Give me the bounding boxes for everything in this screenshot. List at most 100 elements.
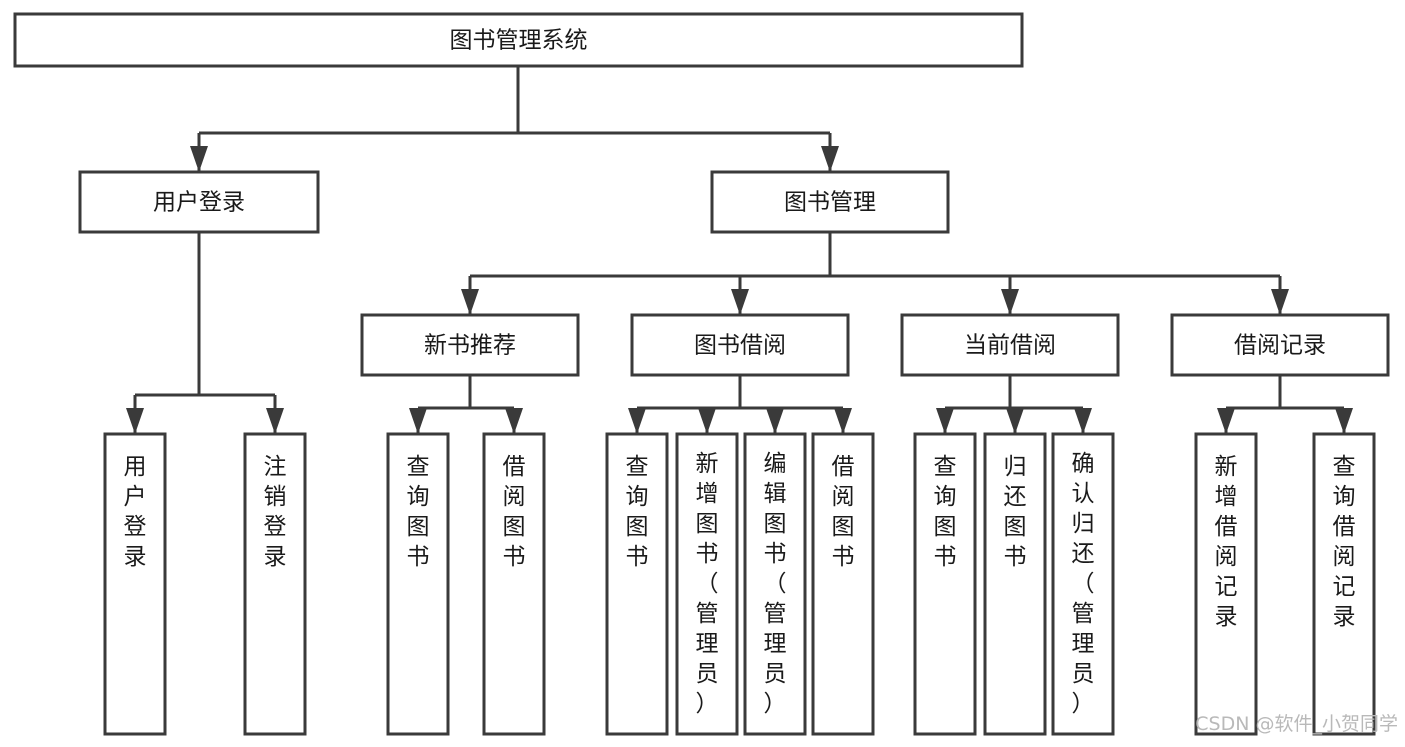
node-label-leaf-user-login-char-0: 用 <box>124 454 147 480</box>
arrow-leaf-6 <box>936 408 954 434</box>
node-label-leaf-query-book-2-char-0: 查 <box>626 454 649 480</box>
node-label-leaf-query-book-2-char-3: 书 <box>626 544 649 570</box>
node-label-leaf-borrow-book-2-char-3: 书 <box>832 544 855 570</box>
node-label-leaf-confirm-return-char-5: 管 <box>1072 601 1095 627</box>
node-box-borrow-record[interactable] <box>1170 313 1390 377</box>
node-box-leaf-edit-book[interactable] <box>743 432 807 736</box>
node-label-leaf-query-record-char-4: 记 <box>1333 574 1356 600</box>
node-label-leaf-add-book-char-1: 增 <box>696 481 719 507</box>
node-box-book-management[interactable] <box>710 170 950 234</box>
node-box-leaf-query-book-1[interactable] <box>386 432 450 736</box>
node-box-new-book-recommend[interactable] <box>360 313 580 377</box>
connectors-layer <box>133 66 1346 434</box>
node-label-leaf-return-book-char-0: 归 <box>1004 454 1027 480</box>
node-box-leaf-user-login[interactable] <box>103 432 167 736</box>
node-label-leaf-logout-char-2: 登 <box>264 514 287 540</box>
node-label-leaf-add-book-char-8: ） <box>696 691 719 717</box>
node-label-leaf-edit-book-char-3: 书 <box>764 541 787 567</box>
node-label-leaf-query-book-3-char-2: 图 <box>934 514 957 540</box>
node-root[interactable]: 图书管理系统 <box>13 12 1024 68</box>
node-label-new-book-recommend: 新书推荐 <box>424 333 516 359</box>
arrow-leaf-1 <box>505 408 523 434</box>
node-box-leaf-return-book[interactable] <box>983 432 1047 736</box>
node-label-leaf-borrow-book-2-char-2: 图 <box>832 514 855 540</box>
node-leaf-user-login[interactable]: 用户登录 <box>103 432 167 736</box>
node-box-user-login[interactable] <box>78 170 320 234</box>
arrowheads-layer <box>126 146 1353 434</box>
node-label-leaf-add-record-char-0: 新 <box>1215 454 1238 480</box>
node-label-leaf-borrow-book-1-char-0: 借 <box>503 454 526 480</box>
node-new-book-recommend[interactable]: 新书推荐 <box>360 313 580 377</box>
node-label-leaf-edit-book-char-6: 理 <box>764 631 787 657</box>
arrow-leaf-2 <box>628 408 646 434</box>
node-box-book-borrow[interactable] <box>630 313 850 377</box>
node-box-leaf-borrow-book-1[interactable] <box>482 432 546 736</box>
node-label-root: 图书管理系统 <box>450 28 588 54</box>
node-label-leaf-confirm-return-char-6: 理 <box>1072 631 1095 657</box>
node-label-leaf-user-login-char-1: 户 <box>124 484 147 510</box>
node-label-leaf-add-record-char-3: 阅 <box>1215 544 1238 570</box>
node-box-leaf-confirm-return[interactable] <box>1051 432 1115 736</box>
node-box-leaf-query-book-3[interactable] <box>913 432 977 736</box>
nodes-layer: 图书管理系统用户登录图书管理新书推荐图书借阅当前借阅借阅记录用户登录注销登录查询… <box>13 12 1390 736</box>
node-box-leaf-add-book[interactable] <box>675 432 739 736</box>
node-label-leaf-edit-book-char-4: （ <box>764 571 787 597</box>
arrow-level3-3 <box>1271 289 1289 315</box>
node-box-leaf-query-book-2[interactable] <box>605 432 669 736</box>
node-label-leaf-borrow-book-1-char-1: 阅 <box>503 484 526 510</box>
node-label-leaf-query-book-3-char-0: 查 <box>934 454 957 480</box>
node-label-leaf-borrow-book-2-char-0: 借 <box>832 454 855 480</box>
node-label-leaf-logout-char-3: 录 <box>264 544 287 570</box>
node-box-root[interactable] <box>13 12 1024 68</box>
node-label-current-borrow: 当前借阅 <box>964 333 1056 359</box>
node-label-leaf-add-record-char-2: 借 <box>1215 514 1238 540</box>
node-label-leaf-query-book-1-char-2: 图 <box>407 514 430 540</box>
node-label-leaf-return-book-char-3: 书 <box>1004 544 1027 570</box>
node-label-leaf-borrow-book-2-char-1: 阅 <box>832 484 855 510</box>
node-box-current-borrow[interactable] <box>900 313 1120 377</box>
node-label-leaf-borrow-book-1-char-3: 书 <box>503 544 526 570</box>
node-box-leaf-logout[interactable] <box>243 432 307 736</box>
node-borrow-record[interactable]: 借阅记录 <box>1170 313 1390 377</box>
node-label-leaf-query-record-char-0: 查 <box>1333 454 1356 480</box>
node-label-leaf-edit-book-char-2: 图 <box>764 511 787 537</box>
node-user-login[interactable]: 用户登录 <box>78 170 320 234</box>
node-box-leaf-query-record[interactable] <box>1312 432 1376 736</box>
node-label-leaf-query-book-1-char-0: 查 <box>407 454 430 480</box>
arrow-leaf-0 <box>409 408 427 434</box>
node-book-borrow[interactable]: 图书借阅 <box>630 313 850 377</box>
node-book-management[interactable]: 图书管理 <box>710 170 950 234</box>
node-label-leaf-confirm-return-char-4: （ <box>1072 571 1095 597</box>
node-label-leaf-confirm-return-char-1: 认 <box>1072 481 1095 507</box>
node-box-leaf-add-record[interactable] <box>1194 432 1258 736</box>
csdn-watermark: CSDN @软件_小贺同学 <box>1195 713 1398 735</box>
node-label-leaf-add-record-char-4: 记 <box>1215 574 1238 600</box>
node-current-borrow[interactable]: 当前借阅 <box>900 313 1120 377</box>
node-label-leaf-user-login-char-3: 录 <box>124 544 147 570</box>
node-label-leaf-confirm-return-char-0: 确 <box>1072 451 1095 477</box>
node-label-leaf-query-book-3-char-1: 询 <box>934 484 957 510</box>
arrow-leaf-7 <box>1006 408 1024 434</box>
node-label-leaf-add-book-char-2: 图 <box>696 511 719 537</box>
node-box-leaf-borrow-book-2[interactable] <box>811 432 875 736</box>
arrow-leaf-3 <box>698 408 716 434</box>
node-label-leaf-query-book-1-char-1: 询 <box>407 484 430 510</box>
node-label-leaf-borrow-book-1-char-2: 图 <box>503 514 526 540</box>
node-label-leaf-query-book-1-char-3: 书 <box>407 544 430 570</box>
arrow-leaf-4 <box>766 408 784 434</box>
node-label-leaf-return-book-char-2: 图 <box>1004 514 1027 540</box>
node-label-leaf-logout-char-0: 注 <box>264 454 287 480</box>
